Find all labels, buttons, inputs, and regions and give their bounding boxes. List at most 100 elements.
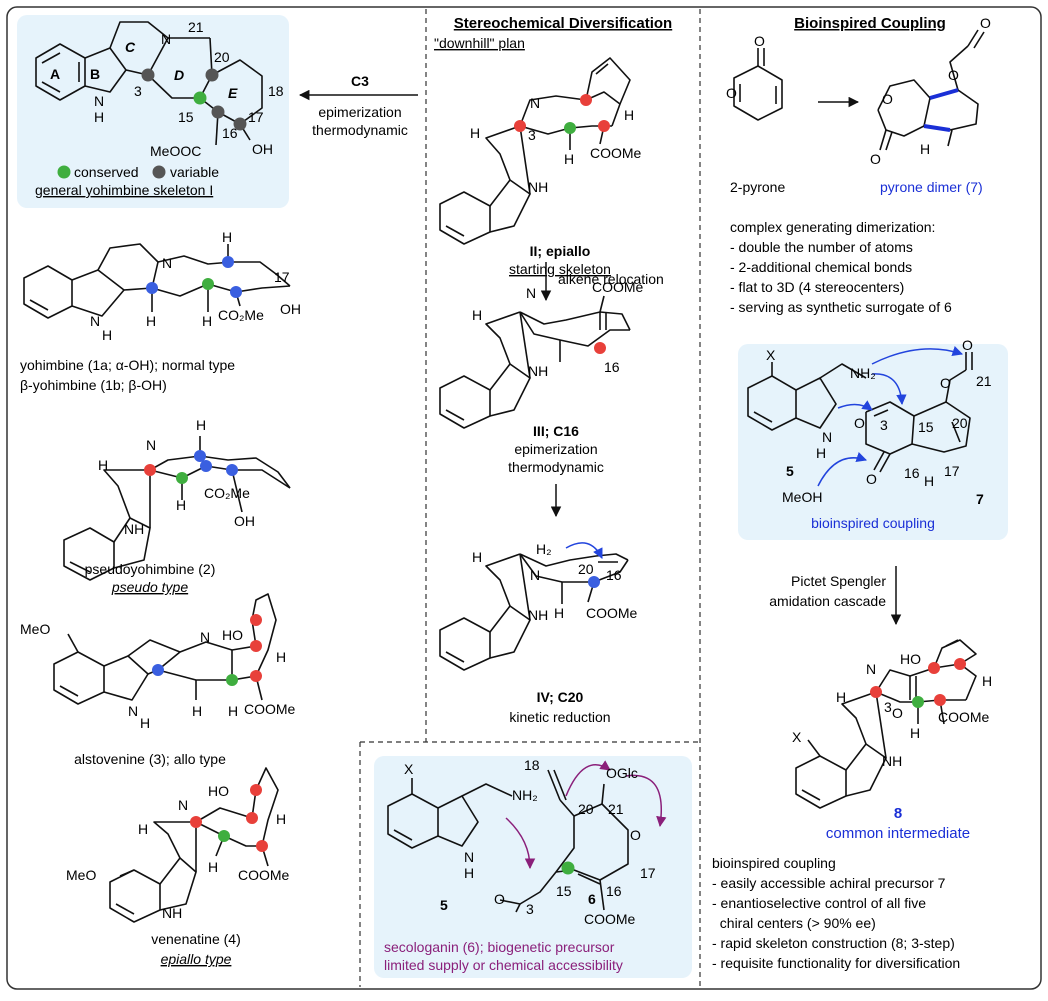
skeleton-iii-structure <box>439 295 631 429</box>
ii-h3: H <box>624 107 634 123</box>
iii-caption3: thermodynamic <box>508 459 604 475</box>
iv-h2-curved-arrow <box>565 542 603 559</box>
iv-num-20: 20 <box>578 561 594 577</box>
c1-atom-blue-1 <box>146 282 158 294</box>
iii-n: N <box>526 285 536 301</box>
c3-atom-red-2 <box>250 670 262 682</box>
middle-plan: "downhill" plan <box>434 35 525 51</box>
coupling-arrow-4 <box>817 452 867 487</box>
skeleton-caption: general yohimbine skeleton I <box>35 182 213 198</box>
skeleton-num-16: 16 <box>222 125 238 141</box>
c3-atom-red-3 <box>250 614 262 626</box>
coupling-num-21: 21 <box>976 373 992 389</box>
c4-caption: venenatine (4) <box>151 931 241 947</box>
coupling-num-17: 17 <box>944 463 960 479</box>
iv-n: N <box>530 567 540 583</box>
ii-nh: NH <box>528 179 548 195</box>
c4-type: epiallo type <box>161 951 232 967</box>
seco-arrow-nh2 <box>505 817 536 870</box>
p8-n: N <box>866 661 876 677</box>
right-title: Bioinspired Coupling <box>794 15 946 32</box>
ring-c-label: C <box>125 39 136 55</box>
dimer-bond-blue-1 <box>929 88 959 100</box>
atom-c3-variable <box>141 68 155 82</box>
ii-ester: COOMe <box>590 145 642 161</box>
p8-o: O <box>892 705 903 721</box>
c2-atom-blue-1 <box>194 450 206 462</box>
c2-h1: H <box>196 417 206 433</box>
middle-title: Stereochemical Diversification <box>454 15 672 32</box>
c1-h-top: H <box>222 229 232 245</box>
skeleton-nh-h: H <box>94 109 104 125</box>
coupling-nh-h: H <box>816 445 826 461</box>
c4-h2: H <box>208 859 218 875</box>
dimer-h: H <box>920 141 930 157</box>
c1-n: N <box>162 255 172 271</box>
seco-o-ald: O <box>494 891 505 907</box>
pictet-spengler-line1: Pictet Spengler <box>791 573 886 589</box>
p8-ho: HO <box>900 651 921 667</box>
iii-ester: COOMe <box>592 279 644 295</box>
c1-h2: H <box>202 313 212 329</box>
ii-atom-red-2 <box>580 94 592 106</box>
c1-ester: CO₂Me <box>218 307 264 323</box>
c4-h1: H <box>138 821 148 837</box>
coupling-arrow-1 <box>871 373 907 406</box>
seco-x: X <box>404 761 414 777</box>
coupling-num-16: 16 <box>904 465 920 481</box>
ii-atom-red-3 <box>514 120 526 132</box>
ring-a-label: A <box>50 66 60 82</box>
pyrone-o2: O <box>726 85 737 101</box>
dimer-o-2: O <box>870 151 881 167</box>
c2-type: pseudo type <box>111 579 188 595</box>
ii-caption1: II; epiallo <box>530 243 591 259</box>
c2-caption: pseudoyohimbine (2) <box>85 561 216 577</box>
c4-meo: MeO <box>66 867 96 883</box>
iii-h1: H <box>472 307 482 323</box>
coupling-x: X <box>766 347 776 363</box>
atom-c17-variable <box>233 117 247 131</box>
atom-c15-conserved <box>193 91 207 105</box>
c3-arrow-line2: thermodynamic <box>312 122 408 138</box>
legend-variable-dot <box>152 165 166 179</box>
iii-caption1: III; C16 <box>533 423 579 439</box>
c1-oh: OH <box>280 301 301 317</box>
summary-line-3: chiral centers (> 90% ee) <box>712 915 876 931</box>
iv-h1: H <box>472 549 482 565</box>
iv-atom-blue <box>588 576 600 588</box>
iv-caption2: kinetic reduction <box>509 709 610 725</box>
summary-title: bioinspired coupling <box>712 855 836 871</box>
ii-h2: H <box>564 151 574 167</box>
seco-num-16: 16 <box>606 883 622 899</box>
c4-n: N <box>178 797 188 813</box>
ring-d-label: D <box>174 67 184 83</box>
outer-frame <box>6 6 1042 990</box>
coupling-num-20: 20 <box>952 415 968 431</box>
c4-atom-green <box>218 830 230 842</box>
dimer-o-4: O <box>980 15 991 31</box>
c3-h2: H <box>192 703 202 719</box>
c4-atom-red-4 <box>250 784 262 796</box>
c1-atom-green <box>202 278 214 290</box>
skeleton-ester: MeOOC <box>150 143 201 159</box>
c2-atom-red <box>144 464 156 476</box>
seco-num-3: 3 <box>526 901 534 917</box>
coupling-h16: H <box>924 473 934 489</box>
ii-caption2: starting skeleton <box>509 261 611 277</box>
c2-ester: CO₂Me <box>204 485 250 501</box>
seco-num-18: 18 <box>524 757 540 773</box>
ii-h1: H <box>470 125 480 141</box>
p8-atom-red-3 <box>954 658 966 670</box>
c1-caption2: β-yohimbine (1b; β-OH) <box>20 377 167 393</box>
venenatine-structure <box>109 767 279 923</box>
c4-atom-red-3 <box>256 840 268 852</box>
atom-c20-variable <box>205 68 219 82</box>
coupling-o-1: O <box>854 415 865 431</box>
p8-h1: H <box>836 689 846 705</box>
p8-nh: NH <box>882 753 902 769</box>
seco-num-21: 21 <box>608 801 624 817</box>
c3-atom-blue <box>152 664 164 676</box>
iv-caption1: IV; C20 <box>537 689 584 705</box>
